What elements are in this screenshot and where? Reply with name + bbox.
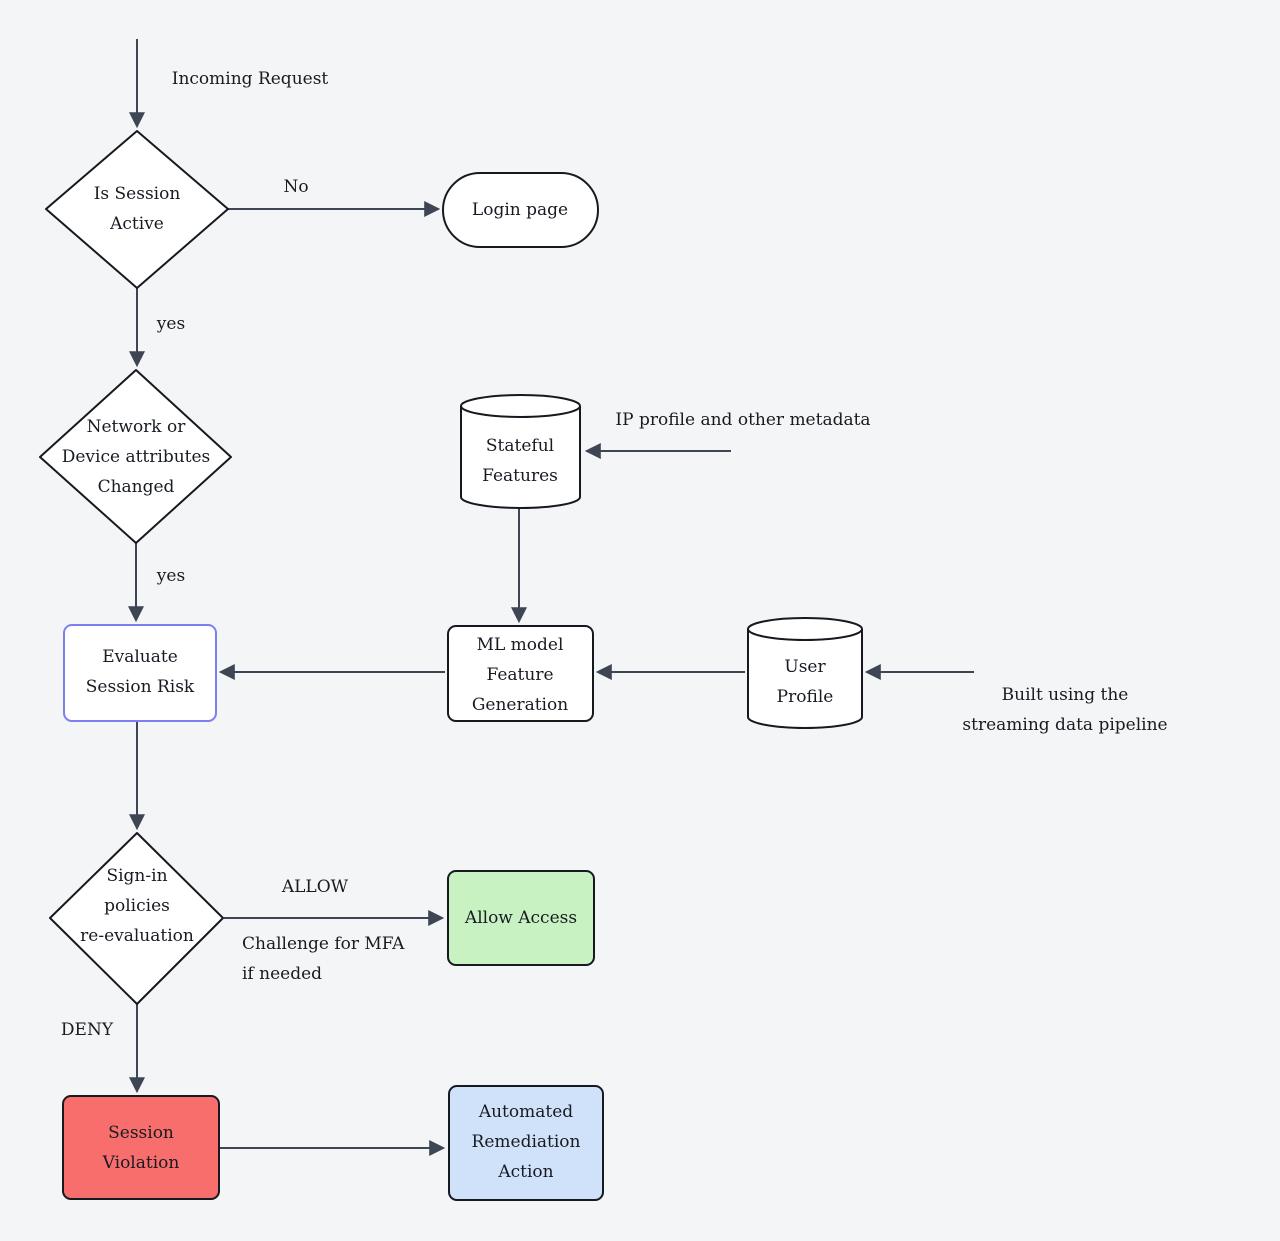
- terminal-login-page: [442, 172, 599, 248]
- process-evaluate-session-risk: [63, 624, 217, 722]
- database-user-profile-top: [747, 617, 863, 641]
- process-ml-feature-generation: [447, 625, 594, 722]
- process-automated-remediation: [448, 1085, 604, 1201]
- database-stateful-features: [460, 406, 581, 509]
- decision-network-device-changed: [39, 369, 232, 544]
- process-session-violation: [62, 1095, 220, 1200]
- database-user-profile: [747, 629, 863, 729]
- database-stateful-features-top: [460, 394, 581, 418]
- decision-is-session-active: [45, 130, 229, 289]
- process-allow-access: [447, 870, 595, 966]
- decision-signin-policies: [49, 832, 224, 1005]
